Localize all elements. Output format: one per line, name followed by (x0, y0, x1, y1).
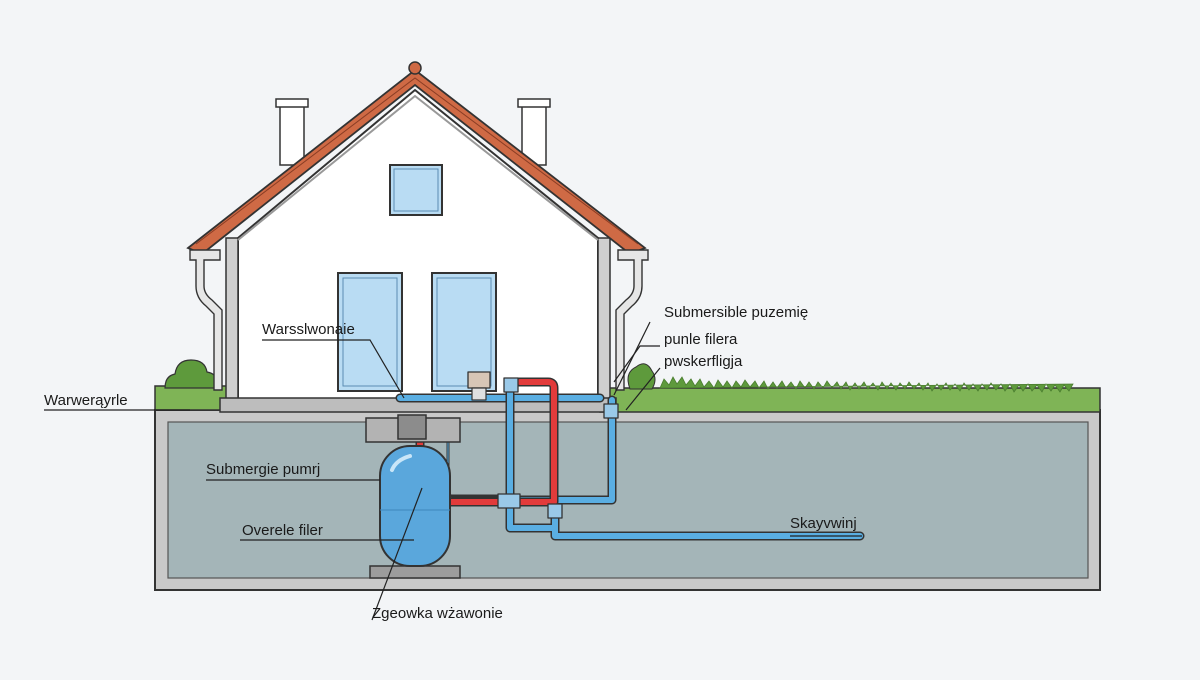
window-left (337, 272, 403, 392)
right-lawn (599, 363, 1101, 413)
pipe-fitting-4 (503, 377, 519, 393)
house (186, 61, 649, 413)
label-submersible-puzemie: Submersible puzemię (664, 304, 809, 321)
left-downspout (189, 249, 223, 391)
label-skayvwinj: Skayvwinj (790, 515, 857, 532)
chimney-left (279, 104, 305, 166)
label-pwskerfligja: pwskerfligja (664, 353, 743, 370)
label-punle-filera: punle filera (664, 331, 738, 348)
label-warsslwonaie: Warsslwonaie (262, 321, 355, 338)
tank-pit (369, 565, 461, 579)
pressure-switch (397, 414, 427, 440)
label-zgeowka-wzawonie: Zgeowka wżawonie (372, 605, 503, 622)
label-warwerayrle: Warwerąyrle (44, 392, 128, 409)
ground-section (154, 409, 1101, 591)
pipe-fitting-1 (497, 493, 521, 509)
right-wall-thickness (597, 237, 611, 401)
label-overele-filer: Overele filer (242, 522, 323, 539)
leader-lines (44, 321, 862, 621)
window-right (431, 272, 497, 392)
label-submergie-pumrj: Submergie pumrj (206, 461, 321, 478)
roof-ridge-cap (408, 61, 422, 75)
attic-window (389, 164, 443, 216)
soil-fill (167, 421, 1089, 579)
left-wall-thickness (225, 237, 239, 401)
pipe-fitting-2 (547, 503, 563, 519)
pipe-fitting-3 (603, 403, 619, 419)
pump-head (467, 371, 491, 389)
